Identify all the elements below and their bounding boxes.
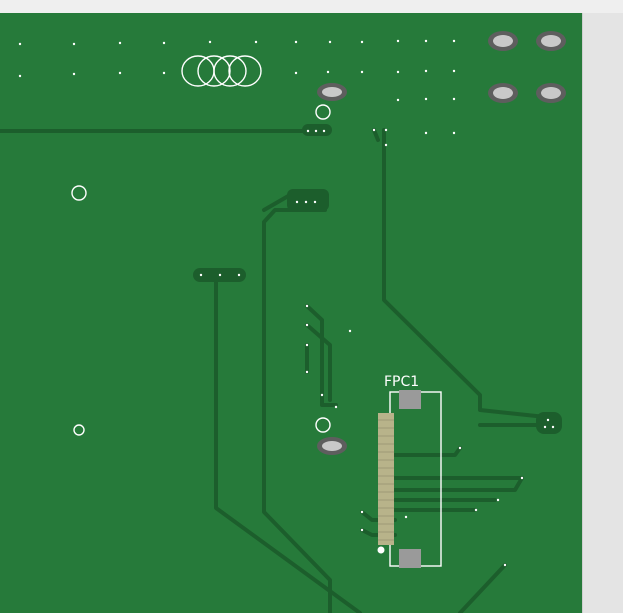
traces [0,128,557,613]
pad-clearance [193,124,562,434]
fpc1-mount-pad-top [399,390,421,409]
mounting-hole [71,185,87,201]
coil-silkscreen [181,55,262,87]
trace-left-down-a [214,273,362,613]
fpc1-designator: FPC1 [384,374,419,390]
right-panel-strip [582,13,623,613]
oval-pads [317,31,566,455]
mounting-hole [73,424,85,436]
trace-center-vertical [382,128,557,420]
trace-center-vertical-b [372,128,380,142]
fpc1-pin-strip [378,413,394,545]
pcb-board[interactable] [0,13,582,613]
trace-fpc-3 [393,476,524,492]
silkscreen-holes [71,104,331,436]
mounting-hole [315,417,331,433]
trace-fpc-1 [393,446,462,457]
trace-group-a [305,304,338,407]
trace-group-b [305,323,332,402]
vias [18,39,555,567]
fpc1-connector[interactable]: FPC1 [377,374,442,568]
fpc1-pin1-marker [377,546,385,554]
trace-bottom-diagonal [458,563,507,613]
fpc1-pin-lines [378,419,394,541]
fpc1-mount-pad-bottom [399,549,421,568]
mounting-hole [315,104,331,120]
